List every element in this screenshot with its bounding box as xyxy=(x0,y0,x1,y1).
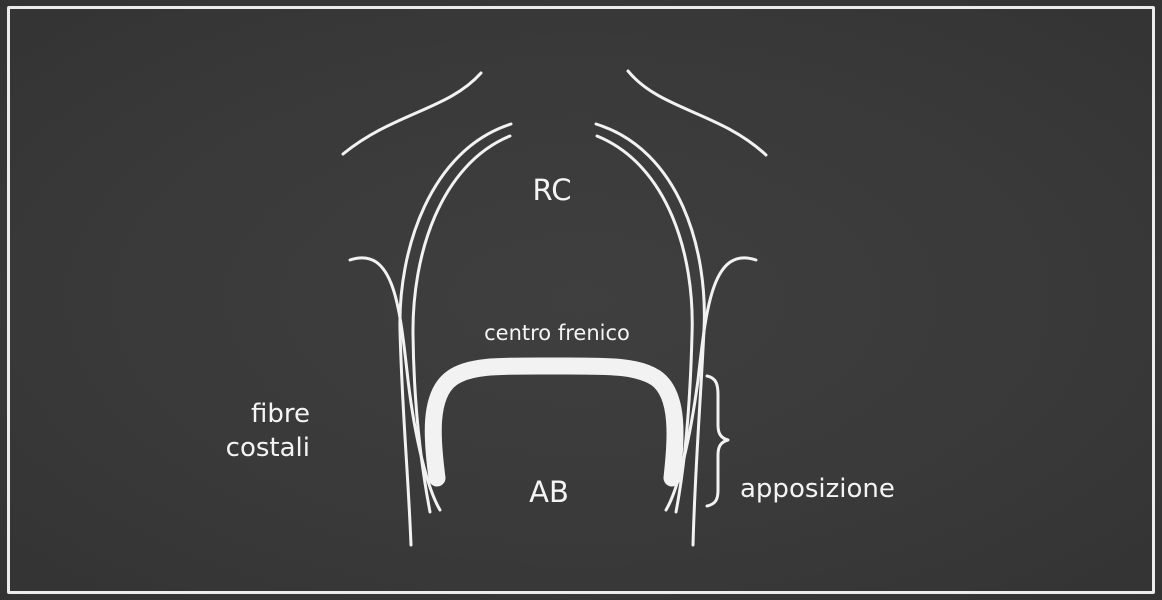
right-neck-curve xyxy=(628,71,766,155)
central-tendon-label: centro frenico xyxy=(484,321,630,345)
apposition-label: apposizione xyxy=(740,474,895,504)
abdomen-label: AB xyxy=(529,475,569,509)
diaphragm-dome xyxy=(433,366,675,478)
costal-fibers-label-line2: costali xyxy=(226,433,310,463)
left-costal-curve xyxy=(350,258,440,510)
costal-fibers-label-line1: fibre xyxy=(251,399,310,429)
rib-cage-label: RC xyxy=(533,173,572,207)
left-neck-curve xyxy=(343,73,481,154)
apposition-brace xyxy=(707,376,728,506)
